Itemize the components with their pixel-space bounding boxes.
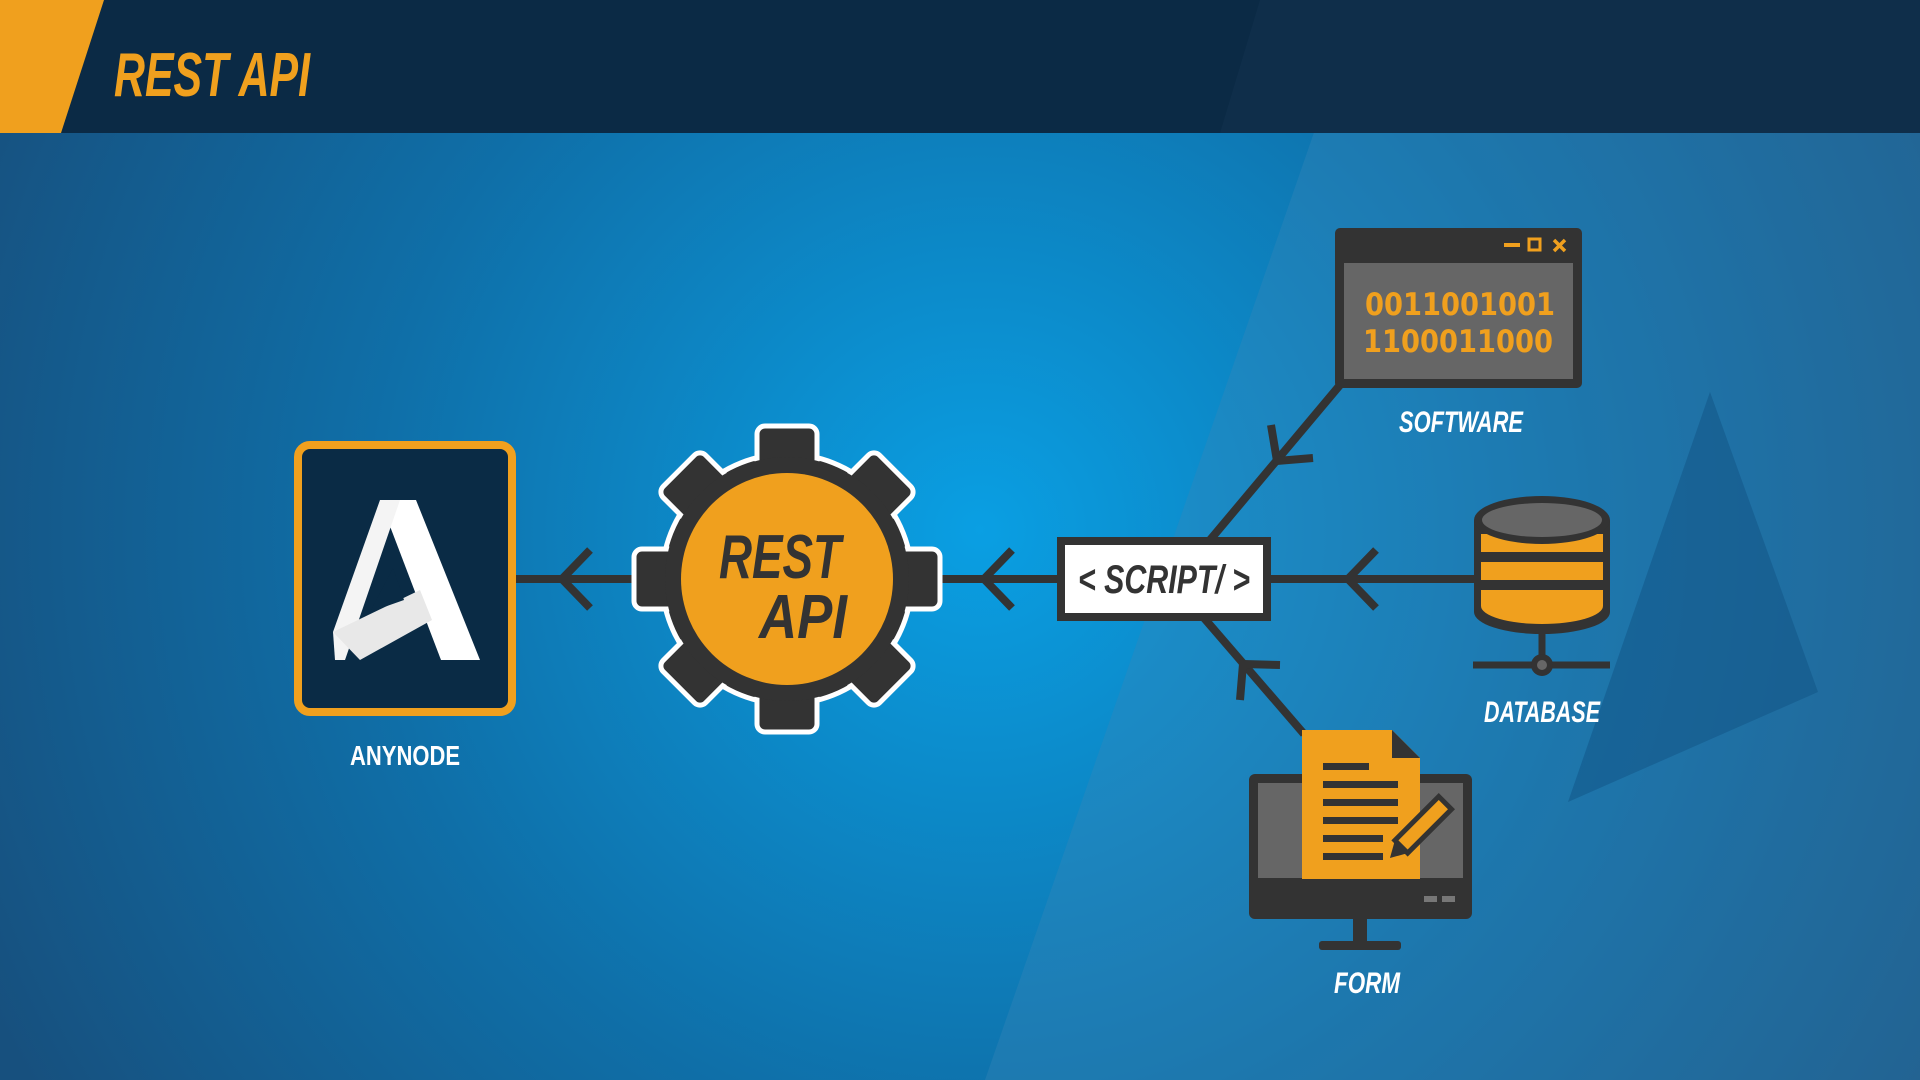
software-label: SOFTWARE <box>1399 406 1524 439</box>
script-node: < SCRIPT/ > <box>1057 537 1271 621</box>
background-shape <box>985 0 1920 1080</box>
minimize-icon <box>1504 243 1520 247</box>
database-label: DATABASE <box>1484 696 1601 729</box>
form-node: FORM <box>1249 730 1472 1000</box>
header-accent <box>0 0 104 133</box>
rest-api-line2: API <box>757 583 848 652</box>
form-label: FORM <box>1334 967 1401 1000</box>
header-bar: REST API <box>0 0 1920 133</box>
script-box <box>1057 537 1271 621</box>
binary-line-1: 0011001001 <box>1365 287 1555 323</box>
page-title: REST API <box>114 41 311 110</box>
monitor-document-icon <box>1249 730 1472 950</box>
software-node: 0011001001 1100011000 SOFTWARE <box>1335 228 1582 439</box>
database-node: DATABASE <box>1473 496 1610 729</box>
script-label: < SCRIPT/ > <box>1078 558 1250 602</box>
arrow-chevron-icon <box>978 547 1015 611</box>
database-icon <box>1473 496 1610 676</box>
arrow-chevron-icon <box>556 547 593 611</box>
window-icon <box>1335 228 1582 388</box>
close-icon <box>1552 238 1567 253</box>
form-connector <box>1200 615 1308 737</box>
arrow-chevron-icon <box>1342 547 1379 611</box>
anynode-node: ANYNODE <box>294 441 516 771</box>
arrow-chevron-icon <box>1236 659 1281 701</box>
pencil-icon <box>1389 792 1456 859</box>
rest-api-line1: REST <box>719 523 845 592</box>
anynode-box <box>294 441 516 716</box>
gear-icon <box>631 423 943 735</box>
background-triangle <box>1568 392 1818 802</box>
arrow-chevron-icon <box>1267 424 1314 466</box>
maximize-icon <box>1527 237 1542 252</box>
rest-api-node: REST API <box>631 423 943 735</box>
anynode-label: ANYNODE <box>350 740 460 771</box>
anynode-logo-icon <box>333 500 480 660</box>
binary-line-2: 1100011000 <box>1363 324 1553 360</box>
